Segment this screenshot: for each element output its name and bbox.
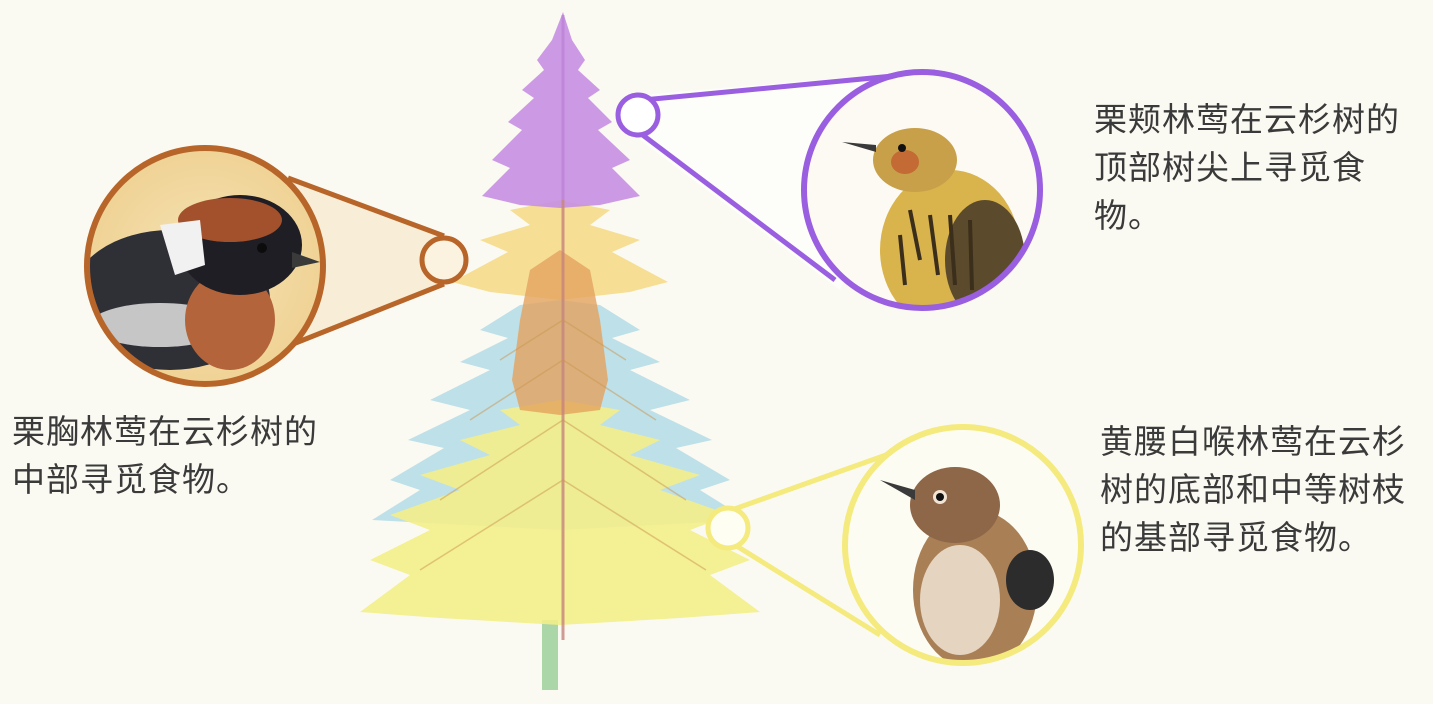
caption-line: 顶部树尖上寻觅食: [1094, 148, 1366, 187]
canopy-top-zone: [482, 12, 640, 208]
caption-line: 树的底部和中等树枝: [1100, 470, 1406, 509]
zone-marker-middle: [419, 235, 469, 285]
bay-breasted-warbler-picture: [87, 195, 320, 370]
tree-trunk: [542, 620, 558, 690]
zone-marker-bottom: [705, 505, 751, 551]
caption-line: 中部寻觅食物。: [12, 460, 250, 499]
callout-bottom-warbler: [705, 424, 1084, 666]
callout-middle-warbler: [84, 145, 469, 387]
caption-top-warbler: 栗颊林莺在云杉树的 顶部树尖上寻觅食 物。: [1094, 96, 1400, 240]
zone-marker-top: [615, 92, 661, 138]
caption-line: 栗胸林莺在云杉树的: [12, 412, 318, 451]
caption-line: 黄腰白喉林莺在云杉: [1100, 422, 1406, 461]
caption-line: 栗颊林莺在云杉树的: [1094, 100, 1400, 139]
canopy-lower-zone: [360, 400, 760, 625]
spruce-tree: [360, 12, 760, 690]
caption-line: 物。: [1094, 196, 1162, 235]
caption-line: 的基部寻觅食物。: [1100, 518, 1372, 557]
caption-bottom-warbler: 黄腰白喉林莺在云杉 树的底部和中等树枝 的基部寻觅食物。: [1100, 418, 1406, 562]
callout-top-warbler: [615, 69, 1043, 311]
yellow-rumped-warbler-picture: [880, 467, 1054, 663]
caption-middle-warbler: 栗胸林莺在云杉树的 中部寻觅食物。: [12, 408, 318, 504]
